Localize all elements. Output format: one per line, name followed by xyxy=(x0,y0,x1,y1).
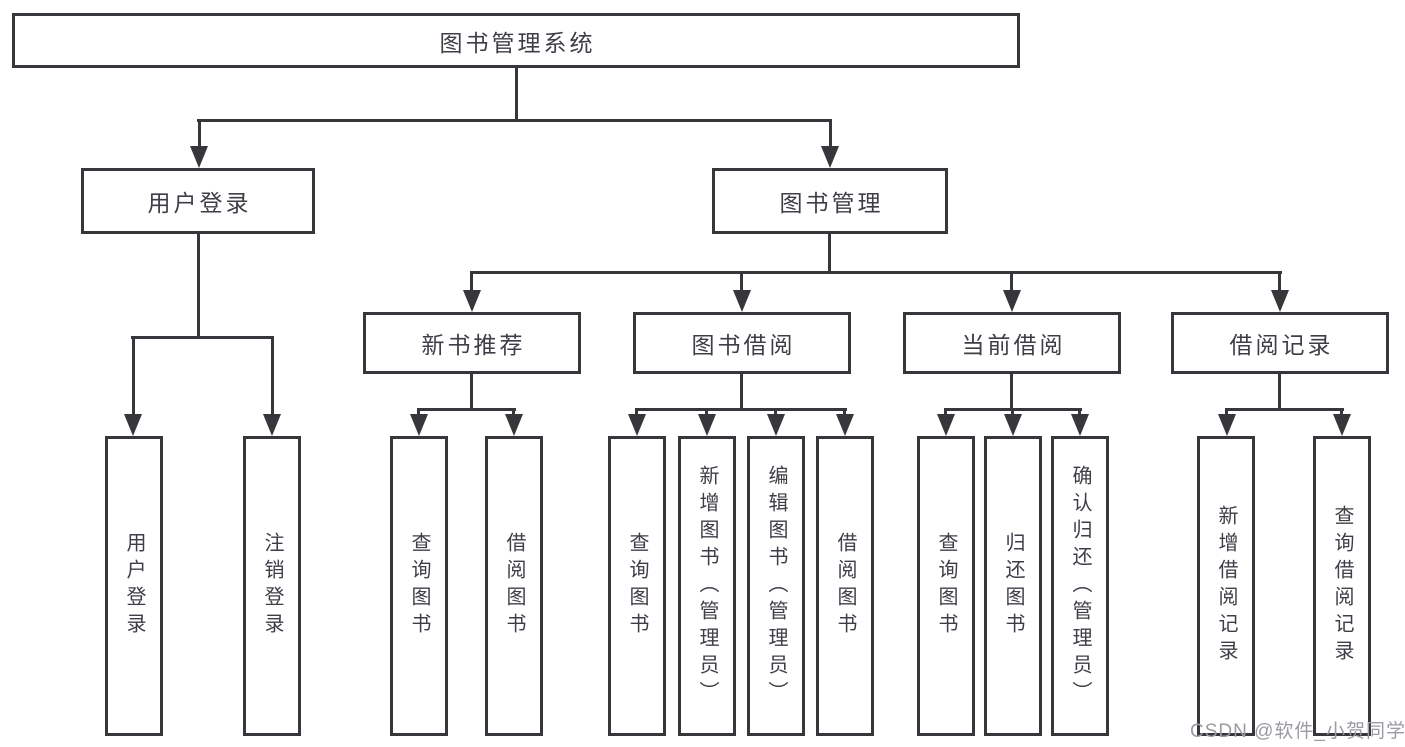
leaf-query-books-current: 查询图书 xyxy=(917,436,975,736)
leaf-confirm-return-admin: 确认归还（管理员） xyxy=(1051,436,1109,736)
leaf-add-book-admin: 新增图书（管理员） xyxy=(678,436,736,736)
leaf-confirm-return-admin-label: 确认归还（管理员） xyxy=(1069,464,1091,708)
leaf-logout-label: 注销登录 xyxy=(261,532,283,640)
leaf-borrow-books: 借阅图书 xyxy=(816,436,874,736)
node-borrow-records-label: 借阅记录 xyxy=(1229,332,1334,358)
connector-line xyxy=(1278,372,1281,408)
arrowhead-down xyxy=(410,414,428,436)
leaf-query-borrow-record-label: 查询借阅记录 xyxy=(1331,505,1353,667)
connector-line xyxy=(512,408,515,416)
connector-line xyxy=(635,408,638,416)
node-root-label: 图书管理系统 xyxy=(439,29,596,56)
node-borrow-records: 借阅记录 xyxy=(1171,312,1389,374)
connector-line xyxy=(132,336,135,414)
leaf-borrow-books-recommend: 借阅图书 xyxy=(485,436,543,736)
arrowhead-down xyxy=(767,414,785,436)
connector-line xyxy=(470,271,473,290)
leaf-borrow-books-recommend-label: 借阅图书 xyxy=(503,532,525,640)
connector-line xyxy=(131,336,274,339)
node-current-borrow-label: 当前借阅 xyxy=(961,332,1066,358)
arrowhead-down xyxy=(821,146,839,168)
leaf-query-books-borrow: 查询图书 xyxy=(608,436,666,736)
connector-line xyxy=(774,408,777,416)
leaf-edit-book-admin: 编辑图书（管理员） xyxy=(747,436,805,736)
connector-line xyxy=(470,372,473,408)
connector-line xyxy=(417,408,420,416)
arrowhead-down xyxy=(698,414,716,436)
connector-line xyxy=(417,408,516,411)
arrowhead-down xyxy=(263,414,281,436)
connector-line xyxy=(515,66,518,119)
leaf-add-borrow-record-label: 新增借阅记录 xyxy=(1215,505,1237,667)
arrowhead-down xyxy=(1004,414,1022,436)
leaf-add-book-admin-label: 新增图书（管理员） xyxy=(696,464,718,708)
node-book-borrow-label: 图书借阅 xyxy=(691,332,796,358)
connector-line xyxy=(740,271,743,290)
node-root: 图书管理系统 xyxy=(12,13,1020,68)
connector-line xyxy=(1278,271,1281,290)
node-new-book-recommend: 新书推荐 xyxy=(363,312,581,374)
arrowhead-down xyxy=(124,414,142,436)
connector-line xyxy=(1010,271,1013,290)
connector-line xyxy=(470,271,1282,274)
node-current-borrow: 当前借阅 xyxy=(903,312,1121,374)
connector-line xyxy=(1011,408,1014,416)
arrowhead-down xyxy=(733,290,751,312)
leaf-return-book-label: 归还图书 xyxy=(1002,532,1024,640)
node-book-borrow: 图书借阅 xyxy=(633,312,851,374)
arrowhead-down xyxy=(505,414,523,436)
arrowhead-down xyxy=(1271,290,1289,312)
node-new-book-recommend-label: 新书推荐 xyxy=(421,332,526,358)
arrowhead-down xyxy=(190,146,208,168)
leaf-return-book: 归还图书 xyxy=(984,436,1042,736)
arrowhead-down xyxy=(1333,414,1351,436)
arrowhead-down xyxy=(463,290,481,312)
connector-line xyxy=(197,119,831,122)
arrowhead-down xyxy=(836,414,854,436)
leaf-add-borrow-record: 新增借阅记录 xyxy=(1197,436,1255,736)
connector-line xyxy=(828,232,831,272)
connector-line xyxy=(635,408,847,411)
arrowhead-down xyxy=(937,414,955,436)
arrowhead-down xyxy=(1071,414,1089,436)
connector-line xyxy=(1078,408,1081,416)
node-book-management: 图书管理 xyxy=(712,168,948,234)
connector-line xyxy=(1010,372,1013,408)
csdn-watermark: CSDN @软件_小贺同学 xyxy=(1190,721,1405,742)
leaf-logout: 注销登录 xyxy=(243,436,301,736)
connector-line xyxy=(843,408,846,416)
leaf-query-books-current-label: 查询图书 xyxy=(935,532,957,640)
connector-line xyxy=(705,408,708,416)
leaf-query-borrow-record: 查询借阅记录 xyxy=(1313,436,1371,736)
node-book-management-label: 图书管理 xyxy=(779,190,884,216)
connector-line xyxy=(1225,408,1344,411)
arrowhead-down xyxy=(1218,414,1236,436)
connector-line xyxy=(198,119,201,148)
leaf-borrow-books-label: 借阅图书 xyxy=(834,532,856,640)
connector-line xyxy=(1340,408,1343,416)
leaf-user-login-label: 用户登录 xyxy=(123,532,145,640)
arrowhead-down xyxy=(1003,290,1021,312)
connector-line xyxy=(271,336,274,414)
connector-line xyxy=(1225,408,1228,416)
arrowhead-down xyxy=(628,414,646,436)
leaf-query-books-recommend: 查询图书 xyxy=(390,436,448,736)
connector-line xyxy=(829,119,832,148)
leaf-query-books-borrow-label: 查询图书 xyxy=(626,532,648,640)
node-user-login-label: 用户登录 xyxy=(147,190,252,216)
leaf-user-login: 用户登录 xyxy=(105,436,163,736)
leaf-query-books-recommend-label: 查询图书 xyxy=(408,532,430,640)
connector-line xyxy=(944,408,947,416)
leaf-edit-book-admin-label: 编辑图书（管理员） xyxy=(765,464,787,708)
connector-line xyxy=(740,372,743,408)
node-user-login: 用户登录 xyxy=(81,168,315,234)
connector-line xyxy=(197,232,200,336)
